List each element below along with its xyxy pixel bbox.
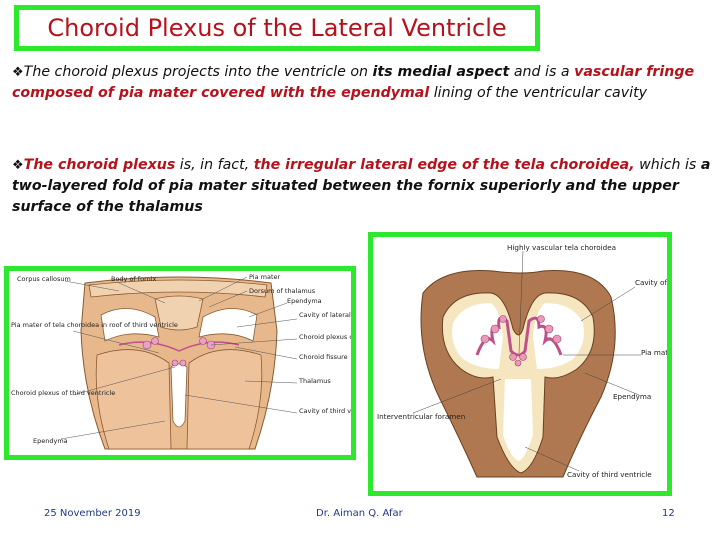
bullet-icon: ❖	[12, 65, 24, 80]
label-ependyma-r: Ependyma	[613, 392, 651, 401]
figure-left-coronal-section: Corpus callosum Body of fornix Pia mater…	[4, 266, 356, 460]
label-ependyma-top: Ependyma	[287, 297, 322, 305]
p2-choroid-plexus: The choroid plexus	[23, 157, 176, 173]
label-cavity-third-ventricle: Cavity of third ventricle	[299, 407, 351, 415]
label-pia-mater: Pia mater	[249, 273, 280, 281]
footer-page-number: 12	[662, 508, 675, 519]
label-cavity-lateral-ventricle: Cavity of lateral ventricle	[299, 311, 351, 319]
p1-text-1: The choroid plexus projects into the ven…	[23, 64, 373, 80]
label-choroid-plexus-third: Choroid plexus of third ventricle	[11, 389, 115, 397]
bullet-icon: ❖	[12, 158, 24, 173]
paragraph-1: ❖The choroid plexus projects into the ve…	[12, 62, 712, 104]
p1-medial-aspect: its medial aspect	[372, 64, 510, 80]
p2-two-layered-fold: a two-layered fold of pia mater situated…	[12, 157, 711, 215]
figure-right-drawing: Highly vascular tela choroidea Cavity of…	[377, 243, 667, 479]
label-cavity-third-ventricle-r: Cavity of third ventricle	[567, 470, 652, 479]
p1-text-5: lining of the ventricular cavity	[429, 85, 648, 101]
label-body-of-fornix: Body of fornix	[111, 275, 157, 283]
label-ependyma-bottom: Ependyma	[33, 437, 68, 445]
p2-text-4: which is	[634, 157, 701, 173]
label-dorsum-thalamus: Dorsum of thalamus	[249, 287, 316, 295]
figure-left-drawing: Corpus callosum Body of fornix Pia mater…	[11, 273, 351, 450]
label-highly-vascular-tela: Highly vascular tela choroidea	[507, 243, 616, 252]
label-cavity-lateral-ventricle-r: Cavity of lateral ventricle	[635, 278, 667, 287]
footer-date: 25 November 2019	[44, 508, 141, 519]
slide-title: Choroid Plexus of the Lateral Ventricle	[47, 14, 507, 42]
footer-author: Dr. Aiman Q. Afar	[316, 508, 403, 519]
figure-right-diagram: Highly vascular tela choroidea Cavity of…	[368, 232, 672, 496]
p1-text-3: and is a	[509, 64, 575, 80]
label-corpus-callosum: Corpus callosum	[17, 275, 71, 283]
label-choroid-fissure: Choroid fissure	[299, 353, 348, 361]
p2-text-2: is, in fact,	[175, 157, 254, 173]
label-pia-mater-r: Pia mater	[641, 348, 667, 357]
p1-vascular-fringe: vascular fringe composed of pia mater co…	[12, 64, 695, 101]
label-thalamus: Thalamus	[298, 377, 331, 385]
p2-irregular-edge: the irregular lateral edge of the tela c…	[253, 157, 635, 173]
label-choroid-plexus-lateral: Choroid plexus of lateral ventricle	[299, 333, 351, 341]
paragraph-2: ❖The choroid plexus is, in fact, the irr…	[12, 155, 712, 218]
label-interventricular-foramen: Interventricular foramen	[377, 412, 465, 421]
label-pia-mater-tela: Pia mater of tela choroidea in roof of t…	[11, 321, 178, 329]
title-box: Choroid Plexus of the Lateral Ventricle	[14, 5, 540, 51]
